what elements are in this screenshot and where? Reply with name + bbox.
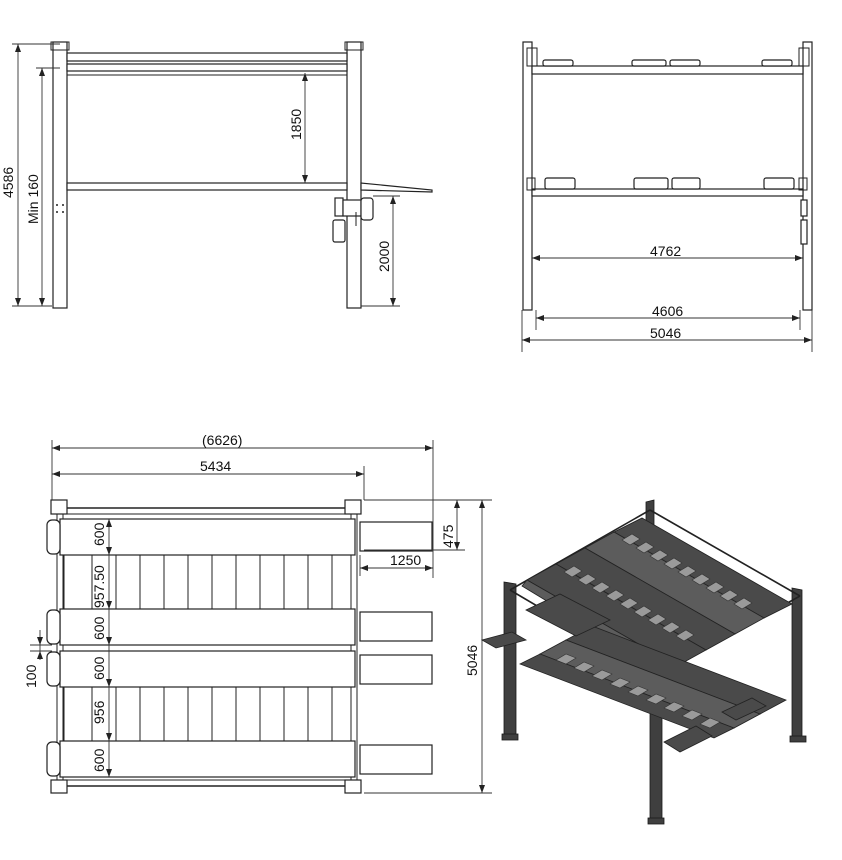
plan-ramp-3	[359, 654, 433, 685]
front-lower-platform	[531, 188, 804, 197]
dim-runway-4: 600	[91, 748, 107, 772]
dim-inner-width: 4762	[650, 243, 681, 259]
dim-ramp-length: 1250	[390, 552, 421, 568]
plan-post-br	[344, 779, 362, 794]
dim-lower-height: 2000	[376, 241, 392, 272]
top-beam	[66, 52, 348, 62]
iso-post-left	[503, 581, 517, 739]
dim-post-offset: 475	[440, 524, 456, 548]
front-right-post	[802, 41, 813, 311]
iso-upper-grating	[563, 533, 753, 642]
dim-runway-3: 600	[91, 656, 107, 680]
iso-lower-runway-3	[525, 593, 611, 637]
dim-upper-clearance: 1850	[288, 109, 304, 140]
dim-runway-1: 600	[91, 522, 107, 546]
dim-min: Min 160	[25, 174, 41, 224]
plan-post-bl	[50, 779, 68, 794]
power-unit	[332, 219, 346, 243]
approach-ramp	[360, 182, 433, 193]
iso-ramp-left	[480, 631, 528, 649]
dim-center-gap: 100	[23, 664, 39, 688]
dim-post-spacing: 4606	[652, 303, 683, 319]
lower-platform	[66, 182, 348, 191]
front-upper-platform	[531, 65, 804, 75]
plan-drip-tray-1	[63, 554, 352, 610]
dim-overall-width: 5046	[464, 645, 480, 676]
iso-foot-left	[501, 733, 519, 741]
plan-ramp-2	[359, 611, 433, 642]
iso-foot-right	[789, 735, 807, 743]
dim-gap-1: 957.50	[91, 565, 107, 608]
side-view: 4586 Min 160 1850 2000	[0, 41, 433, 309]
plan-view: (6626) 5434 475 1250 600 957.50 600 600 …	[23, 432, 492, 794]
iso-ramp-front-1	[663, 725, 713, 753]
plan-ramp-4	[359, 744, 433, 775]
iso-lower-grating	[555, 653, 721, 729]
plan-post-tl	[50, 499, 68, 515]
plan-post-tr	[344, 499, 362, 515]
dim-frame-length: 5434	[200, 458, 231, 474]
front-left-post	[522, 41, 533, 311]
dim-total-height: 4586	[0, 167, 16, 198]
iso-post-right	[791, 587, 803, 741]
iso-lower-runway-2	[519, 653, 735, 739]
dim-gap-2: 956	[91, 700, 107, 724]
dim-outer-width: 5046	[650, 325, 681, 341]
iso-ramp-front-2	[721, 697, 767, 721]
left-post	[52, 41, 68, 309]
right-post	[346, 41, 362, 309]
isometric-view	[480, 499, 807, 825]
dim-overall-length: (6626)	[202, 432, 242, 448]
front-view: 4762 4606 5046	[521, 41, 813, 352]
plan-ramp-1	[359, 521, 433, 552]
plan-drip-tray-2	[63, 686, 352, 742]
iso-foot-front	[647, 817, 665, 825]
dim-runway-2: 600	[91, 616, 107, 640]
